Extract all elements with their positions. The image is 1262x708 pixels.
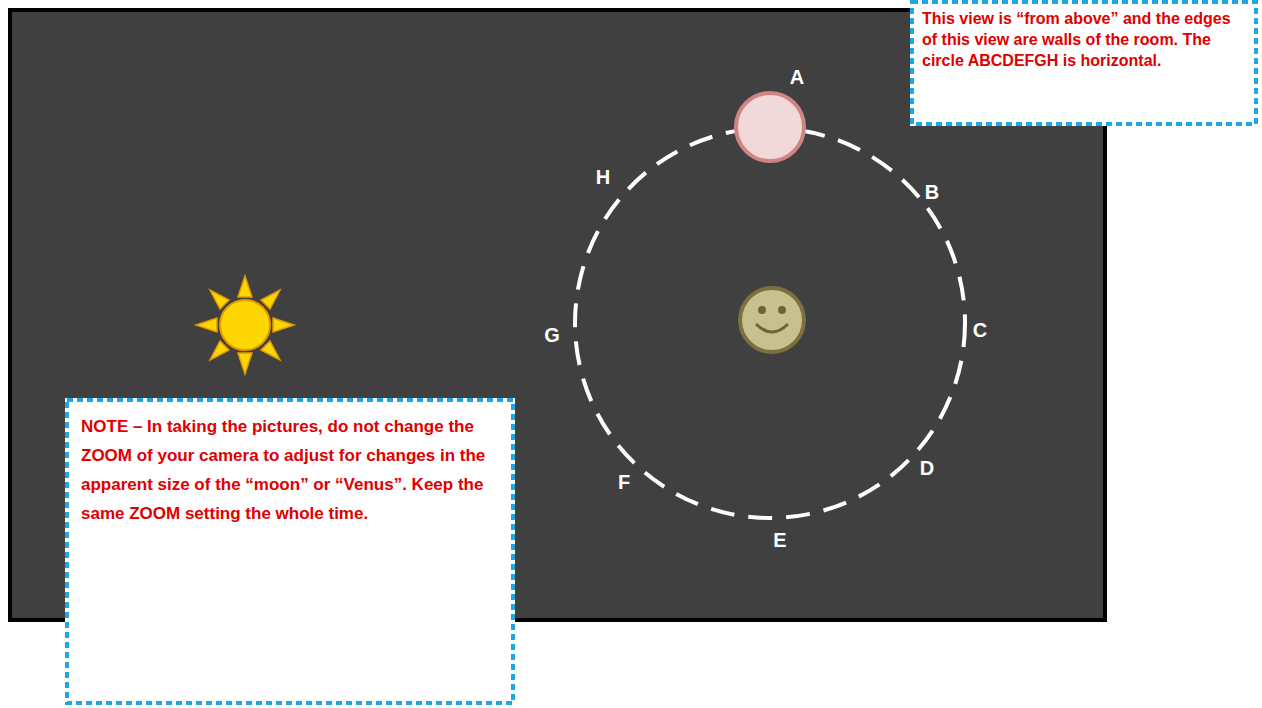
note-box: This view is “from above” and the edges …: [910, 0, 1258, 126]
moon-ball: [736, 93, 804, 161]
smiley-observer: [740, 288, 804, 352]
note-text: This view is “from above” and the edges …: [922, 8, 1246, 71]
dashed-frame: [65, 398, 515, 705]
position-letter: A: [788, 66, 806, 88]
sun-symbol: [196, 276, 294, 374]
position-letter: H: [594, 166, 612, 188]
position-letter: C: [971, 319, 989, 341]
position-letter: E: [771, 529, 788, 551]
position-letter: B: [923, 181, 941, 203]
position-letter: G: [542, 324, 562, 346]
position-letter: D: [918, 457, 936, 479]
note-box: NOTE – In taking the pictures, do not ch…: [65, 398, 515, 705]
orbit-circle: [575, 128, 965, 518]
position-letter: F: [616, 471, 632, 493]
note-text: NOTE – In taking the pictures, do not ch…: [81, 412, 499, 528]
